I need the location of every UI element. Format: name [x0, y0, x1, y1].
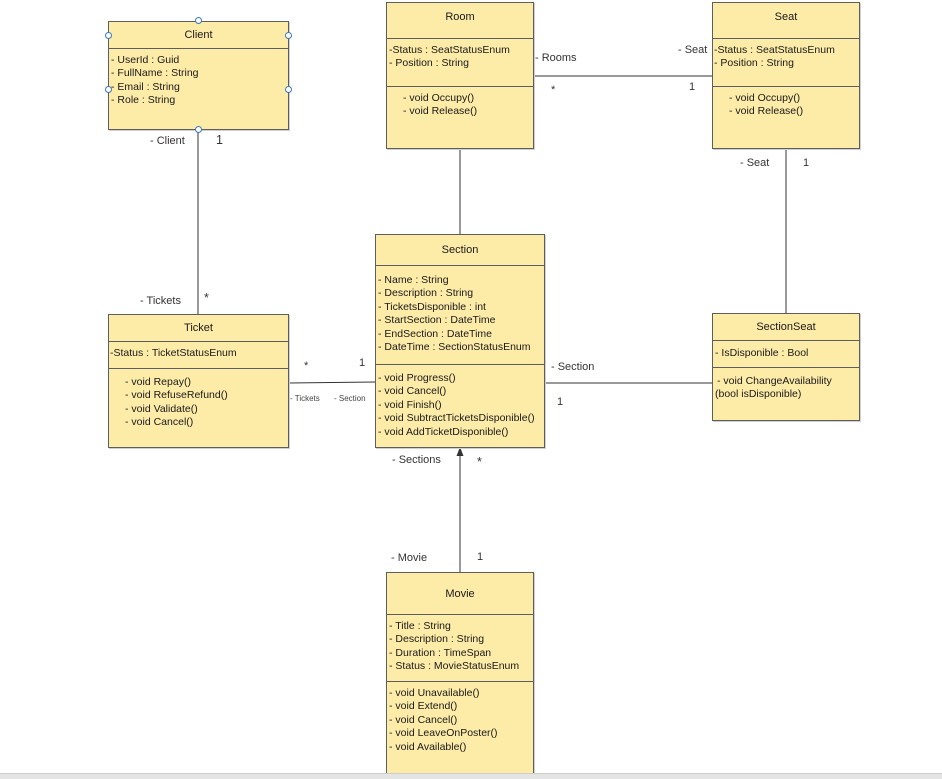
attribute: - Name : String [378, 274, 449, 286]
attribute: - Email : String [111, 80, 180, 93]
operation: - void LeaveOnPoster() [389, 727, 498, 740]
class-name: Seat [713, 3, 859, 39]
operation: - void Cancel() [125, 416, 194, 429]
class-name: Movie [387, 573, 533, 615]
operation: - void Cancel() [389, 713, 458, 726]
operation: - void SubtractTicketsDisponible() [378, 412, 535, 425]
attribute: - Status : MovieStatusEnum [389, 660, 520, 673]
operation: - void Occupy() [403, 92, 475, 104]
role-label-section: - Section [551, 361, 595, 373]
operation: - void Validate() [125, 402, 198, 415]
resize-handle[interactable] [195, 126, 202, 133]
attribute: -Status : TicketStatusEnum [110, 347, 237, 359]
multiplicity-label: 1 [557, 396, 564, 408]
attribute: - Duration : TimeSpan [389, 646, 492, 659]
role-label-seat: - Seat [740, 157, 770, 169]
attribute: - DateTime : SectionStatusEnum [378, 341, 531, 354]
resize-handle[interactable] [105, 32, 112, 39]
class-section[interactable]: Section - Name : String - Description : … [375, 234, 545, 448]
operation: (bool isDisponible) [715, 388, 802, 401]
attributes: - Name : String - Description : String -… [376, 266, 544, 365]
operations: - void Repay() - void RefuseRefund() - v… [109, 369, 288, 430]
operation: - void ChangeAvailability [717, 375, 832, 387]
operation: - void Occupy() [729, 92, 801, 104]
attributes: - IsDisponible : Bool [713, 341, 859, 368]
attribute: - Position : String [714, 57, 794, 70]
multiplicity-label: * [551, 84, 556, 96]
operation: - void Finish() [378, 398, 442, 411]
class-name: Room [387, 3, 533, 39]
attribute: - Title : String [389, 620, 451, 632]
role-label-rooms: - Rooms [535, 52, 577, 64]
attributes: -Status : SeatStatusEnum - Position : St… [387, 39, 533, 87]
operations: - void Occupy() - void Release() [387, 87, 533, 119]
attributes: -Status : TicketStatusEnum [109, 342, 288, 369]
multiplicity-label: 1 [803, 157, 810, 169]
multiplicity-label: * [204, 291, 209, 305]
attributes: -Status : SeatStatusEnum - Position : St… [713, 39, 859, 87]
multiplicity-label: * [477, 455, 482, 469]
attribute: - EndSection : DateTime [378, 327, 492, 340]
role-label-movie: - Movie [391, 552, 428, 564]
arrowhead [456, 447, 464, 456]
operation: - void Unavailable() [389, 687, 480, 699]
multiplicity-label: 1 [359, 357, 366, 369]
operation: - void Release() [403, 105, 478, 118]
attribute: -Status : SeatStatusEnum [389, 44, 510, 56]
resize-handle[interactable] [195, 17, 202, 24]
class-name: Client [109, 22, 288, 49]
operation: - void Cancel() [378, 385, 447, 398]
horizontal-scrollbar[interactable] [0, 773, 942, 779]
attribute: - Description : String [378, 287, 474, 300]
multiplicity-label: 1 [689, 81, 696, 93]
operations: - void Occupy() - void Release() [713, 87, 859, 119]
attribute: - Description : String [389, 633, 485, 646]
resize-handle[interactable] [285, 86, 292, 93]
attributes: - Title : String - Description : String … [387, 615, 533, 682]
operations: - void ChangeAvailability (bool isDispon… [713, 368, 859, 402]
attribute: - IsDisponible : Bool [715, 347, 809, 359]
role-label-section-small: - Section [334, 394, 366, 403]
class-ticket[interactable]: Ticket -Status : TicketStatusEnum - void… [108, 314, 289, 448]
class-client[interactable]: Client - UserId : Guid - FullName : Stri… [108, 21, 289, 130]
resize-handle[interactable] [285, 32, 292, 39]
class-movie[interactable]: Movie - Title : String - Description : S… [386, 572, 534, 779]
operation: - void AddTicketDisponible() [378, 425, 509, 438]
attribute: - TicketsDisponible : int [378, 300, 486, 313]
class-name: SectionSeat [713, 314, 859, 341]
attribute: - Role : String [111, 94, 176, 107]
attribute: - StartSection : DateTime [378, 314, 496, 327]
operations: - void Progress() - void Cancel() - void… [376, 365, 544, 439]
operation: - void Progress() [378, 372, 456, 384]
operation: - void Available() [389, 740, 467, 753]
class-sectionseat[interactable]: SectionSeat - IsDisponible : Bool - void… [712, 313, 860, 421]
attribute: - UserId : Guid [111, 54, 180, 66]
operation: - void RefuseRefund() [125, 389, 228, 402]
operations: - void Unavailable() - void Extend() - v… [387, 682, 533, 754]
operation: - void Extend() [389, 700, 458, 713]
attribute: - Position : String [389, 57, 469, 70]
class-room[interactable]: Room -Status : SeatStatusEnum - Position… [386, 2, 534, 149]
attribute: -Status : SeatStatusEnum [714, 44, 835, 56]
multiplicity-label: * [304, 360, 309, 372]
operation: - void Repay() [125, 376, 191, 388]
attributes: - UserId : Guid - FullName : String - Em… [109, 49, 288, 108]
class-name: Section [376, 235, 544, 266]
attribute: - FullName : String [111, 67, 199, 80]
class-seat[interactable]: Seat -Status : SeatStatusEnum - Position… [712, 2, 860, 149]
role-label-seat: - Seat [678, 44, 708, 56]
role-label-tickets: - Tickets [140, 295, 181, 307]
operation: - void Release() [729, 105, 804, 118]
resize-handle[interactable] [105, 86, 112, 93]
class-name: Ticket [109, 315, 288, 342]
ticket-section-association[interactable] [288, 381, 376, 384]
multiplicity-label: 1 [477, 551, 484, 563]
role-label-tickets-small: - Tickets [290, 394, 320, 403]
multiplicity-label: 1 [216, 133, 223, 147]
role-label-sections: - Sections [392, 454, 441, 466]
role-label-client: - Client [150, 135, 185, 147]
